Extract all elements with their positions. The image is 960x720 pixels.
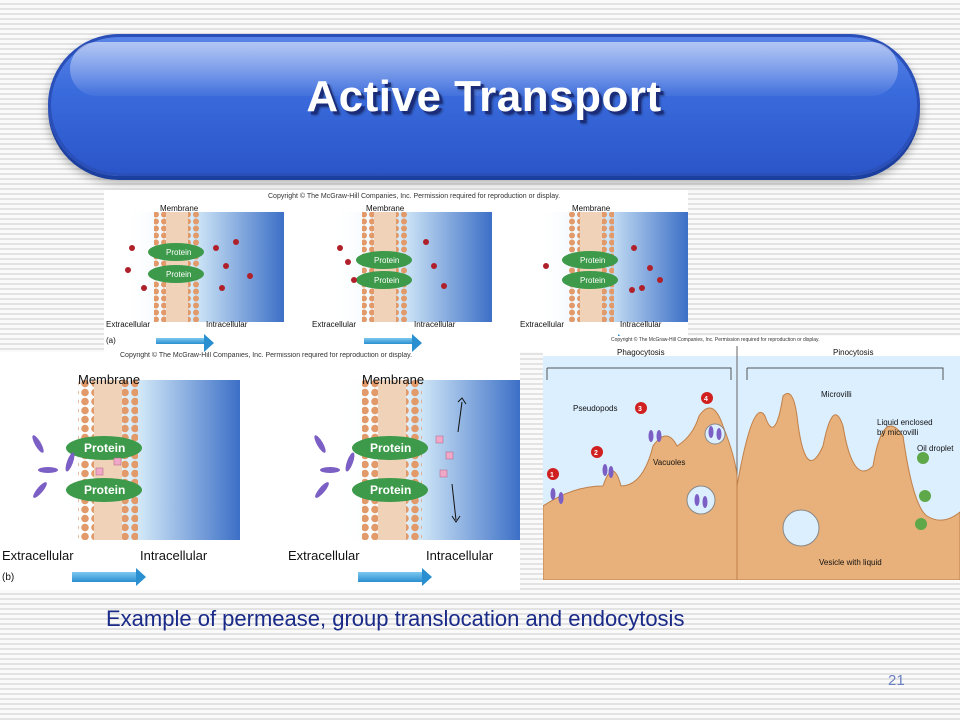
pinocytosis-label: Pinocytosis bbox=[833, 348, 874, 357]
figure-a-extracellular-1: Extracellular bbox=[106, 320, 151, 329]
svg-text:Protein: Protein bbox=[580, 256, 605, 265]
slide-title: Active Transport bbox=[306, 72, 662, 121]
title-bar: Active Transport bbox=[48, 34, 920, 176]
pseudopods-label: Pseudopods bbox=[573, 404, 618, 413]
svg-text:Protein: Protein bbox=[374, 256, 399, 265]
figure-a-stage-3 bbox=[538, 212, 688, 322]
figure-a-arrow-1 bbox=[156, 334, 214, 352]
figure-a-copyright: Copyright © The McGraw-Hill Companies, I… bbox=[268, 193, 561, 200]
figure-a-intracellular-3: Intracellular bbox=[620, 320, 662, 329]
svg-text:Protein: Protein bbox=[166, 248, 191, 257]
figure-a-extracellular-3: Extracellular bbox=[520, 320, 565, 329]
title-gloss bbox=[70, 42, 898, 96]
step-4-number: 4 bbox=[704, 396, 708, 403]
figure-b-molecules bbox=[32, 435, 355, 498]
figure-c-copyright: Copyright © The McGraw-Hill Companies, I… bbox=[611, 337, 820, 343]
svg-text:Protein: Protein bbox=[374, 276, 399, 285]
figure-a-membrane-label-3: Membrane bbox=[572, 204, 611, 213]
figure-b-arrow-1 bbox=[72, 568, 146, 586]
svg-text:Protein: Protein bbox=[370, 441, 411, 455]
figure-b-stage-1 bbox=[60, 380, 240, 540]
oil-droplet-label: Oil droplet bbox=[917, 444, 954, 453]
figure-b-tag: (b) bbox=[2, 572, 15, 583]
vacuoles-label: Vacuoles bbox=[653, 458, 686, 467]
svg-text:Protein: Protein bbox=[166, 270, 191, 279]
figure-b-move-arrows bbox=[451, 397, 467, 523]
figure-c-endocytosis: Copyright © The McGraw-Hill Companies, I… bbox=[543, 336, 960, 580]
figure-a-solutes bbox=[125, 239, 663, 293]
svg-text:Protein: Protein bbox=[580, 276, 605, 285]
figure-a-illustration: Protein Protein Protein Protein Protein … bbox=[124, 212, 688, 322]
slide-caption: Example of permease, group translocation… bbox=[106, 606, 685, 631]
figure-a-tag: (a) bbox=[106, 336, 116, 345]
figure-b-stage-2 bbox=[340, 380, 520, 540]
liquid-enclosed-label-1: Liquid enclosed bbox=[877, 418, 933, 427]
figure-a-arrow-2 bbox=[364, 334, 422, 352]
vesicle-with-liquid-label: Vesicle with liquid bbox=[819, 558, 882, 567]
figure-a-stage-1 bbox=[124, 212, 284, 322]
figure-b-copyright: Copyright © The McGraw-Hill Companies, I… bbox=[120, 352, 413, 359]
page-number: 21 bbox=[888, 672, 905, 689]
figure-b-phosphates bbox=[95, 435, 454, 478]
figure-b-extracellular-2: Extracellular bbox=[288, 548, 360, 563]
figure-b-intracellular-2: Intracellular bbox=[426, 548, 494, 563]
figure-b-illustration: Protein Protein Protein Protein bbox=[32, 380, 520, 540]
figure-b-intracellular-1: Intracellular bbox=[140, 548, 208, 563]
figure-b-group-translocation: Copyright © The McGraw-Hill Companies, I… bbox=[0, 352, 520, 590]
svg-text:Protein: Protein bbox=[84, 483, 125, 497]
step-1-number: 1 bbox=[550, 472, 554, 479]
figure-b-membrane-label-1: Membrane bbox=[78, 372, 141, 387]
figure-b-arrow-2 bbox=[358, 568, 432, 586]
figure-a-stage-2 bbox=[332, 212, 492, 322]
svg-text:Protein: Protein bbox=[370, 483, 411, 497]
step-2-number: 2 bbox=[594, 450, 598, 457]
figure-b-extracellular-1: Extracellular bbox=[2, 548, 74, 563]
figure-b-membrane-label-2: Membrane bbox=[362, 372, 425, 387]
figure-a-intracellular-1: Intracellular bbox=[206, 320, 248, 329]
microvilli-label: Microvilli bbox=[821, 390, 852, 399]
figure-a-permease: Copyright © The McGraw-Hill Companies, I… bbox=[104, 190, 688, 352]
figure-a-extracellular-2: Extracellular bbox=[312, 320, 357, 329]
figure-a-intracellular-2: Intracellular bbox=[414, 320, 456, 329]
step-3-number: 3 bbox=[638, 406, 642, 413]
svg-text:Protein: Protein bbox=[84, 441, 125, 455]
figure-c-illustration: 1 2 3 4 bbox=[543, 346, 960, 580]
figure-a-membrane-label-2: Membrane bbox=[366, 204, 405, 213]
liquid-enclosed-label-2: by microvilli bbox=[877, 428, 919, 437]
phagocytosis-label: Phagocytosis bbox=[617, 348, 665, 357]
figure-a-membrane-label-1: Membrane bbox=[160, 204, 199, 213]
